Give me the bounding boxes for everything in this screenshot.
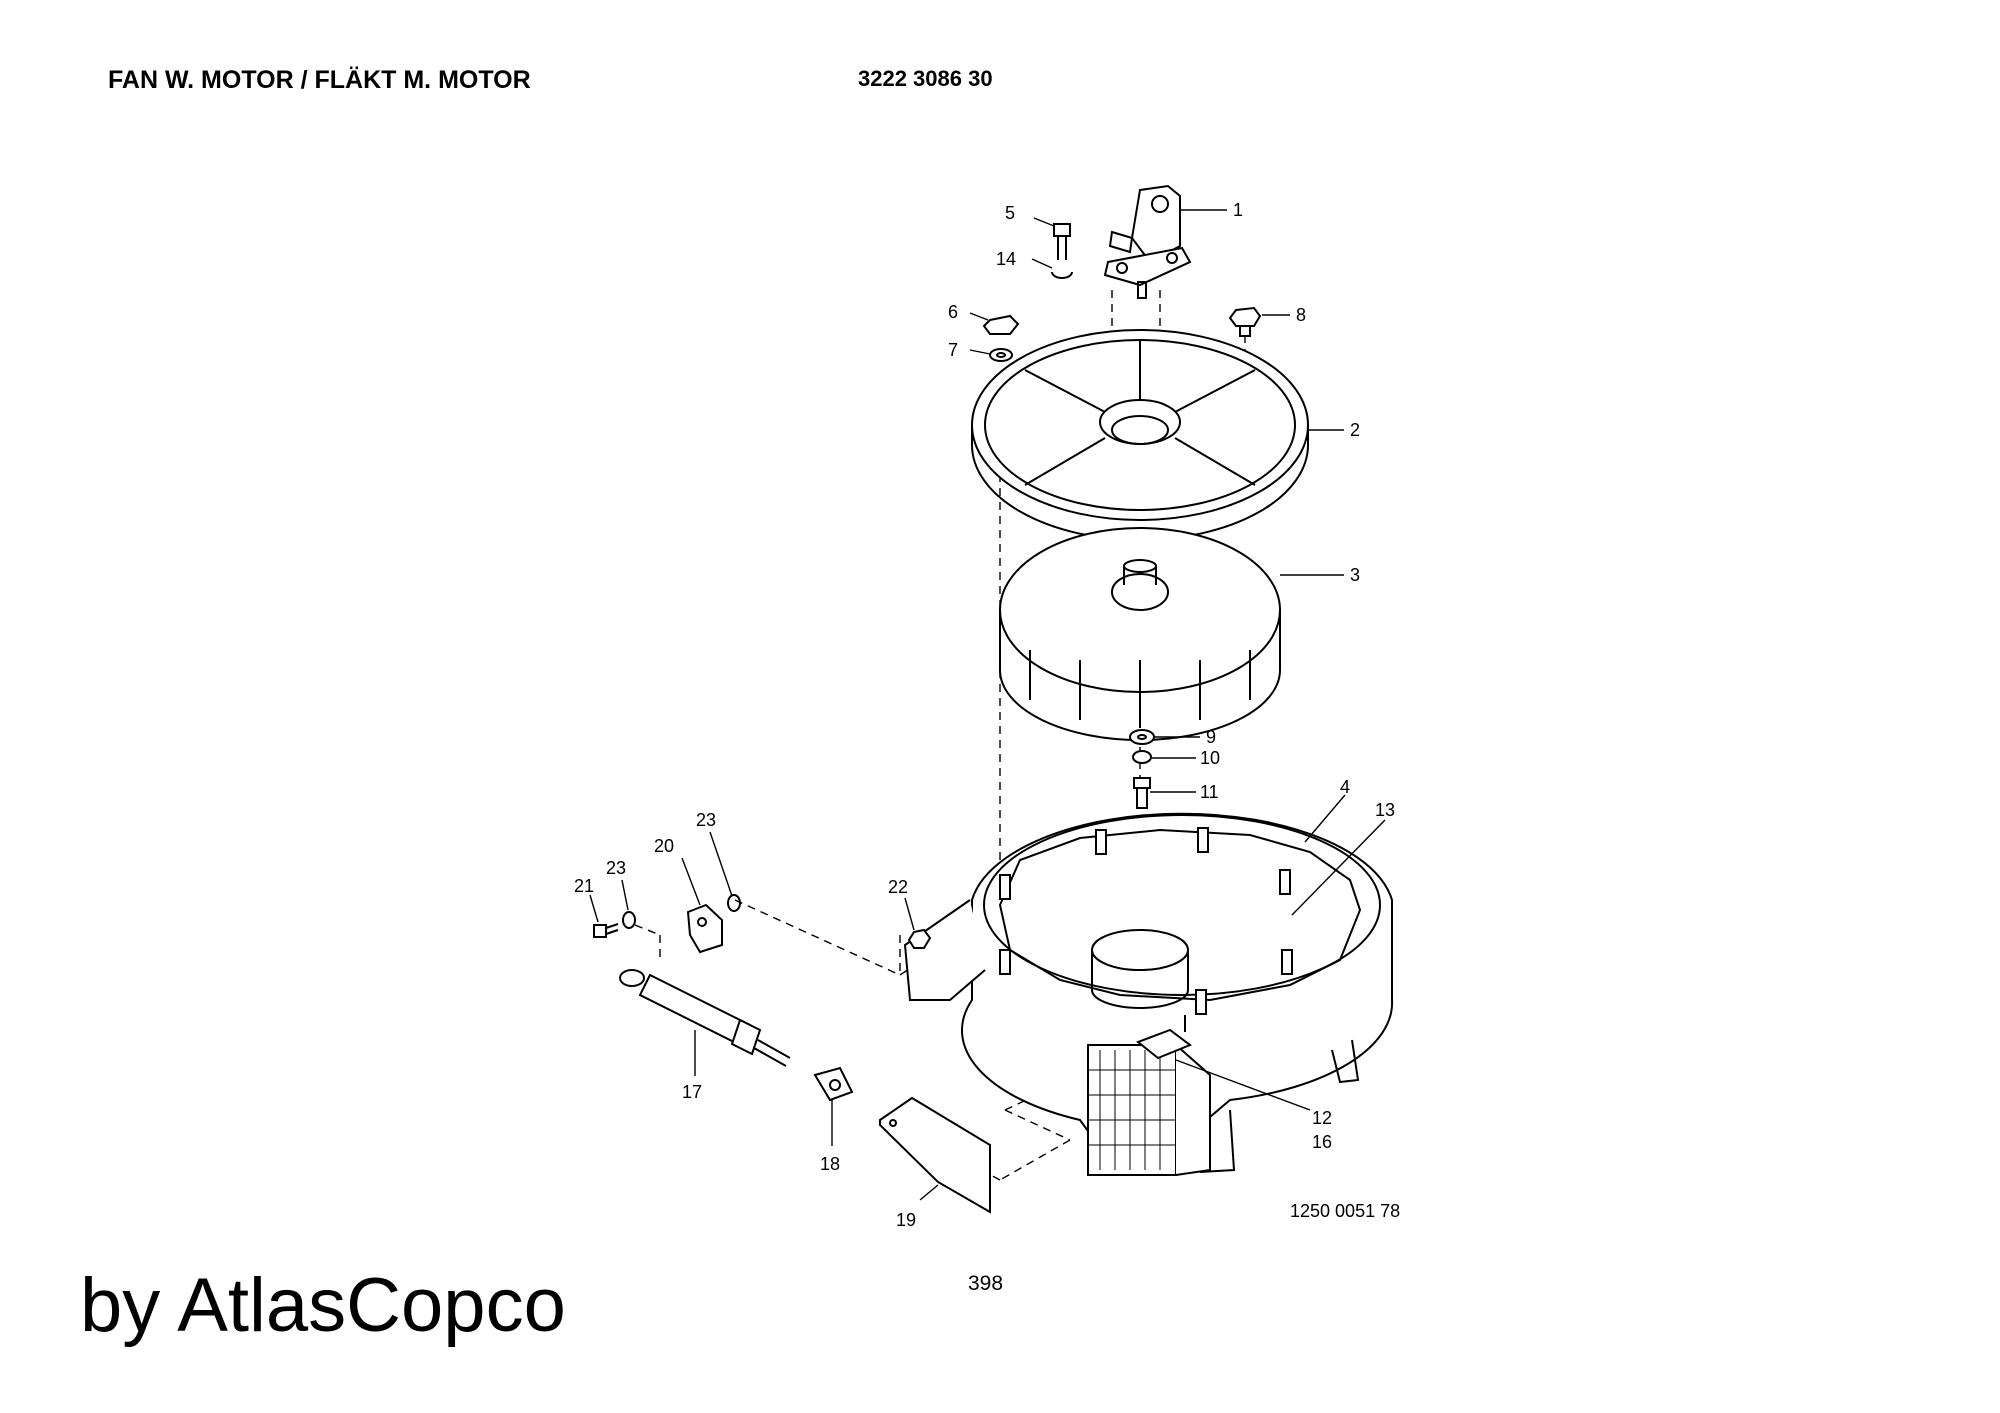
nut-and-washer (982, 314, 1020, 362)
callout-13: 13 (1375, 800, 1395, 820)
callout-2: 2 (1350, 420, 1360, 440)
drawing-id: 1250 0051 78 (1290, 1201, 1401, 1221)
callout-labels: 1 2 3 4 5 6 7 8 9 10 11 12 13 14 16 17 1… (574, 200, 1395, 1230)
callout-5: 5 (1005, 203, 1015, 223)
fan-impeller (999, 527, 1281, 741)
fork-end (813, 1066, 854, 1102)
callout-14: 14 (996, 249, 1016, 269)
brand-text: by AtlasCopco (80, 1263, 566, 1348)
screw-and-washer (1051, 223, 1073, 279)
callout-9: 9 (1206, 727, 1216, 747)
mounting-bracket (686, 903, 723, 954)
callout-11: 11 (1200, 782, 1219, 802)
page-number: 398 (968, 1272, 1004, 1295)
small-hardware (593, 894, 932, 949)
motor-bracket (1103, 184, 1192, 299)
callout-17: 17 (682, 1082, 702, 1102)
callout-20: 20 (654, 836, 674, 856)
callout-7: 7 (948, 340, 958, 360)
bolt (1228, 306, 1262, 337)
cover-plate (879, 1096, 991, 1214)
callout-23b: 23 (606, 858, 626, 878)
callout-16: 16 (1312, 1132, 1332, 1152)
gas-spring (619, 969, 791, 1067)
callout-6: 6 (948, 302, 958, 322)
fan-housing (903, 812, 1394, 1177)
callout-21: 21 (574, 876, 594, 896)
callout-10: 10 (1200, 748, 1220, 768)
callout-1: 1 (1233, 200, 1243, 220)
callout-18: 18 (820, 1154, 840, 1174)
callout-3: 3 (1350, 565, 1360, 585)
hub-fasteners (1129, 729, 1155, 809)
fan-cover-disc (971, 329, 1309, 541)
page-title: FAN W. MOTOR / FLÄKT M. MOTOR (108, 66, 531, 94)
callout-8: 8 (1296, 305, 1306, 325)
callout-23a: 23 (696, 810, 716, 830)
callout-4: 4 (1340, 777, 1350, 797)
callout-12: 12 (1312, 1108, 1332, 1128)
callout-22: 22 (888, 877, 908, 897)
part-number: 3222 3086 30 (858, 66, 993, 91)
callout-19: 19 (896, 1210, 916, 1230)
leader-lines (589, 209, 1386, 1201)
